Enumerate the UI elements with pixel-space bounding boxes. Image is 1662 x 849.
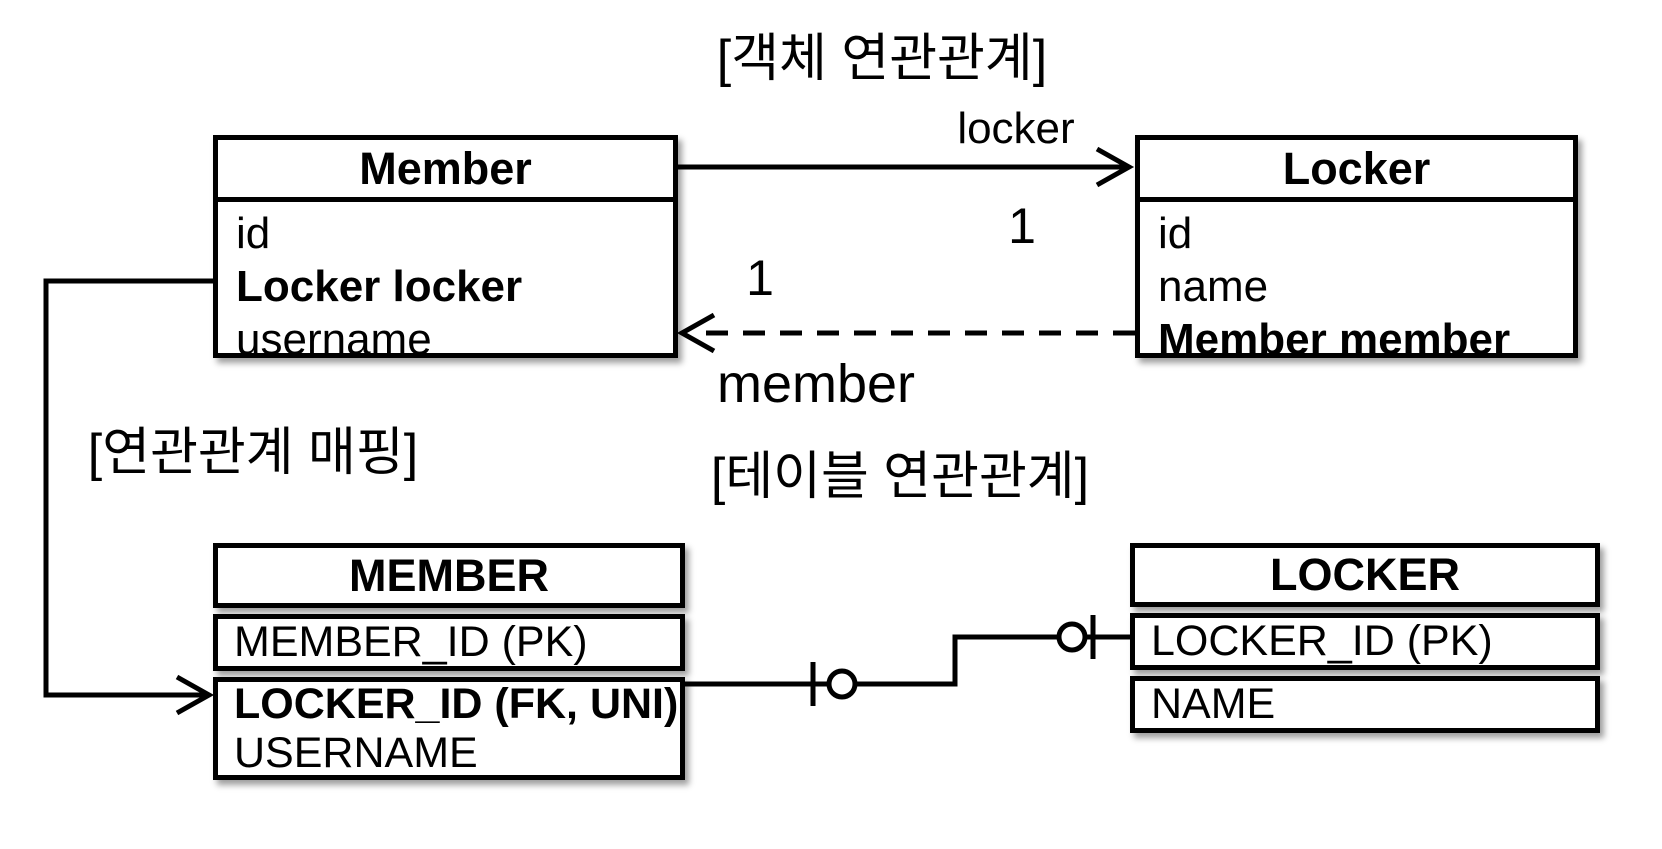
- member-table-pk-row: MEMBER_ID (PK): [213, 614, 685, 671]
- zero-circle-member-side: [826, 668, 858, 700]
- locker-table-cell-locker-id: LOCKER_ID (PK): [1151, 617, 1493, 665]
- member-class-title: Member: [218, 140, 673, 202]
- object-association-title: [객체 연관관계]: [716, 30, 1048, 88]
- member-table-cell-locker-id: LOCKER_ID (FK, UNI): [234, 679, 679, 728]
- object-association-member-arrow: [676, 312, 1135, 354]
- member-table-body-rows: LOCKER_ID (FK, UNI) USERNAME: [213, 677, 685, 780]
- locker-class-box: Locker id name Member member: [1135, 135, 1578, 364]
- locker-side-multiplicity: 1: [1008, 198, 1036, 254]
- locker-field-id: id: [1158, 209, 1193, 258]
- locker-table-cell-name: NAME: [1151, 680, 1276, 728]
- mapping-connector-arrow: [43, 278, 215, 716]
- locker-table: LOCKER LOCKER_ID (PK) NAME: [1130, 543, 1600, 739]
- member-side-multiplicity: 1: [746, 250, 774, 306]
- locker-class-title: Locker: [1140, 140, 1573, 202]
- locker-table-title: LOCKER: [1130, 543, 1600, 607]
- mapping-label: [연관관계 매핑]: [87, 424, 419, 482]
- locker-table-pk-row: LOCKER_ID (PK): [1130, 613, 1600, 670]
- locker-table-name-row: NAME: [1130, 676, 1600, 733]
- member-table-cell-member-id: MEMBER_ID (PK): [234, 618, 588, 666]
- member-class-box: Member id Locker locker username: [213, 135, 678, 364]
- zero-circle-locker-side: [1056, 621, 1088, 653]
- locker-field-name: name: [1158, 262, 1269, 311]
- member-table-cell-username: USERNAME: [234, 728, 478, 777]
- member-table-title: MEMBER: [213, 543, 685, 608]
- locker-role-label: locker: [957, 104, 1075, 153]
- member-table: MEMBER MEMBER_ID (PK) LOCKER_ID (FK, UNI…: [213, 543, 685, 786]
- member-field-id: id: [236, 209, 271, 258]
- table-relationship-connector: [685, 615, 1130, 706]
- member-field-locker: Locker locker: [236, 262, 523, 311]
- locker-field-member: Member member: [1158, 315, 1511, 364]
- table-association-title: [테이블 연관관계]: [710, 448, 1090, 506]
- member-field-username: username: [236, 315, 432, 364]
- object-association-locker-arrow: [678, 146, 1135, 188]
- member-role-label: member: [716, 354, 916, 414]
